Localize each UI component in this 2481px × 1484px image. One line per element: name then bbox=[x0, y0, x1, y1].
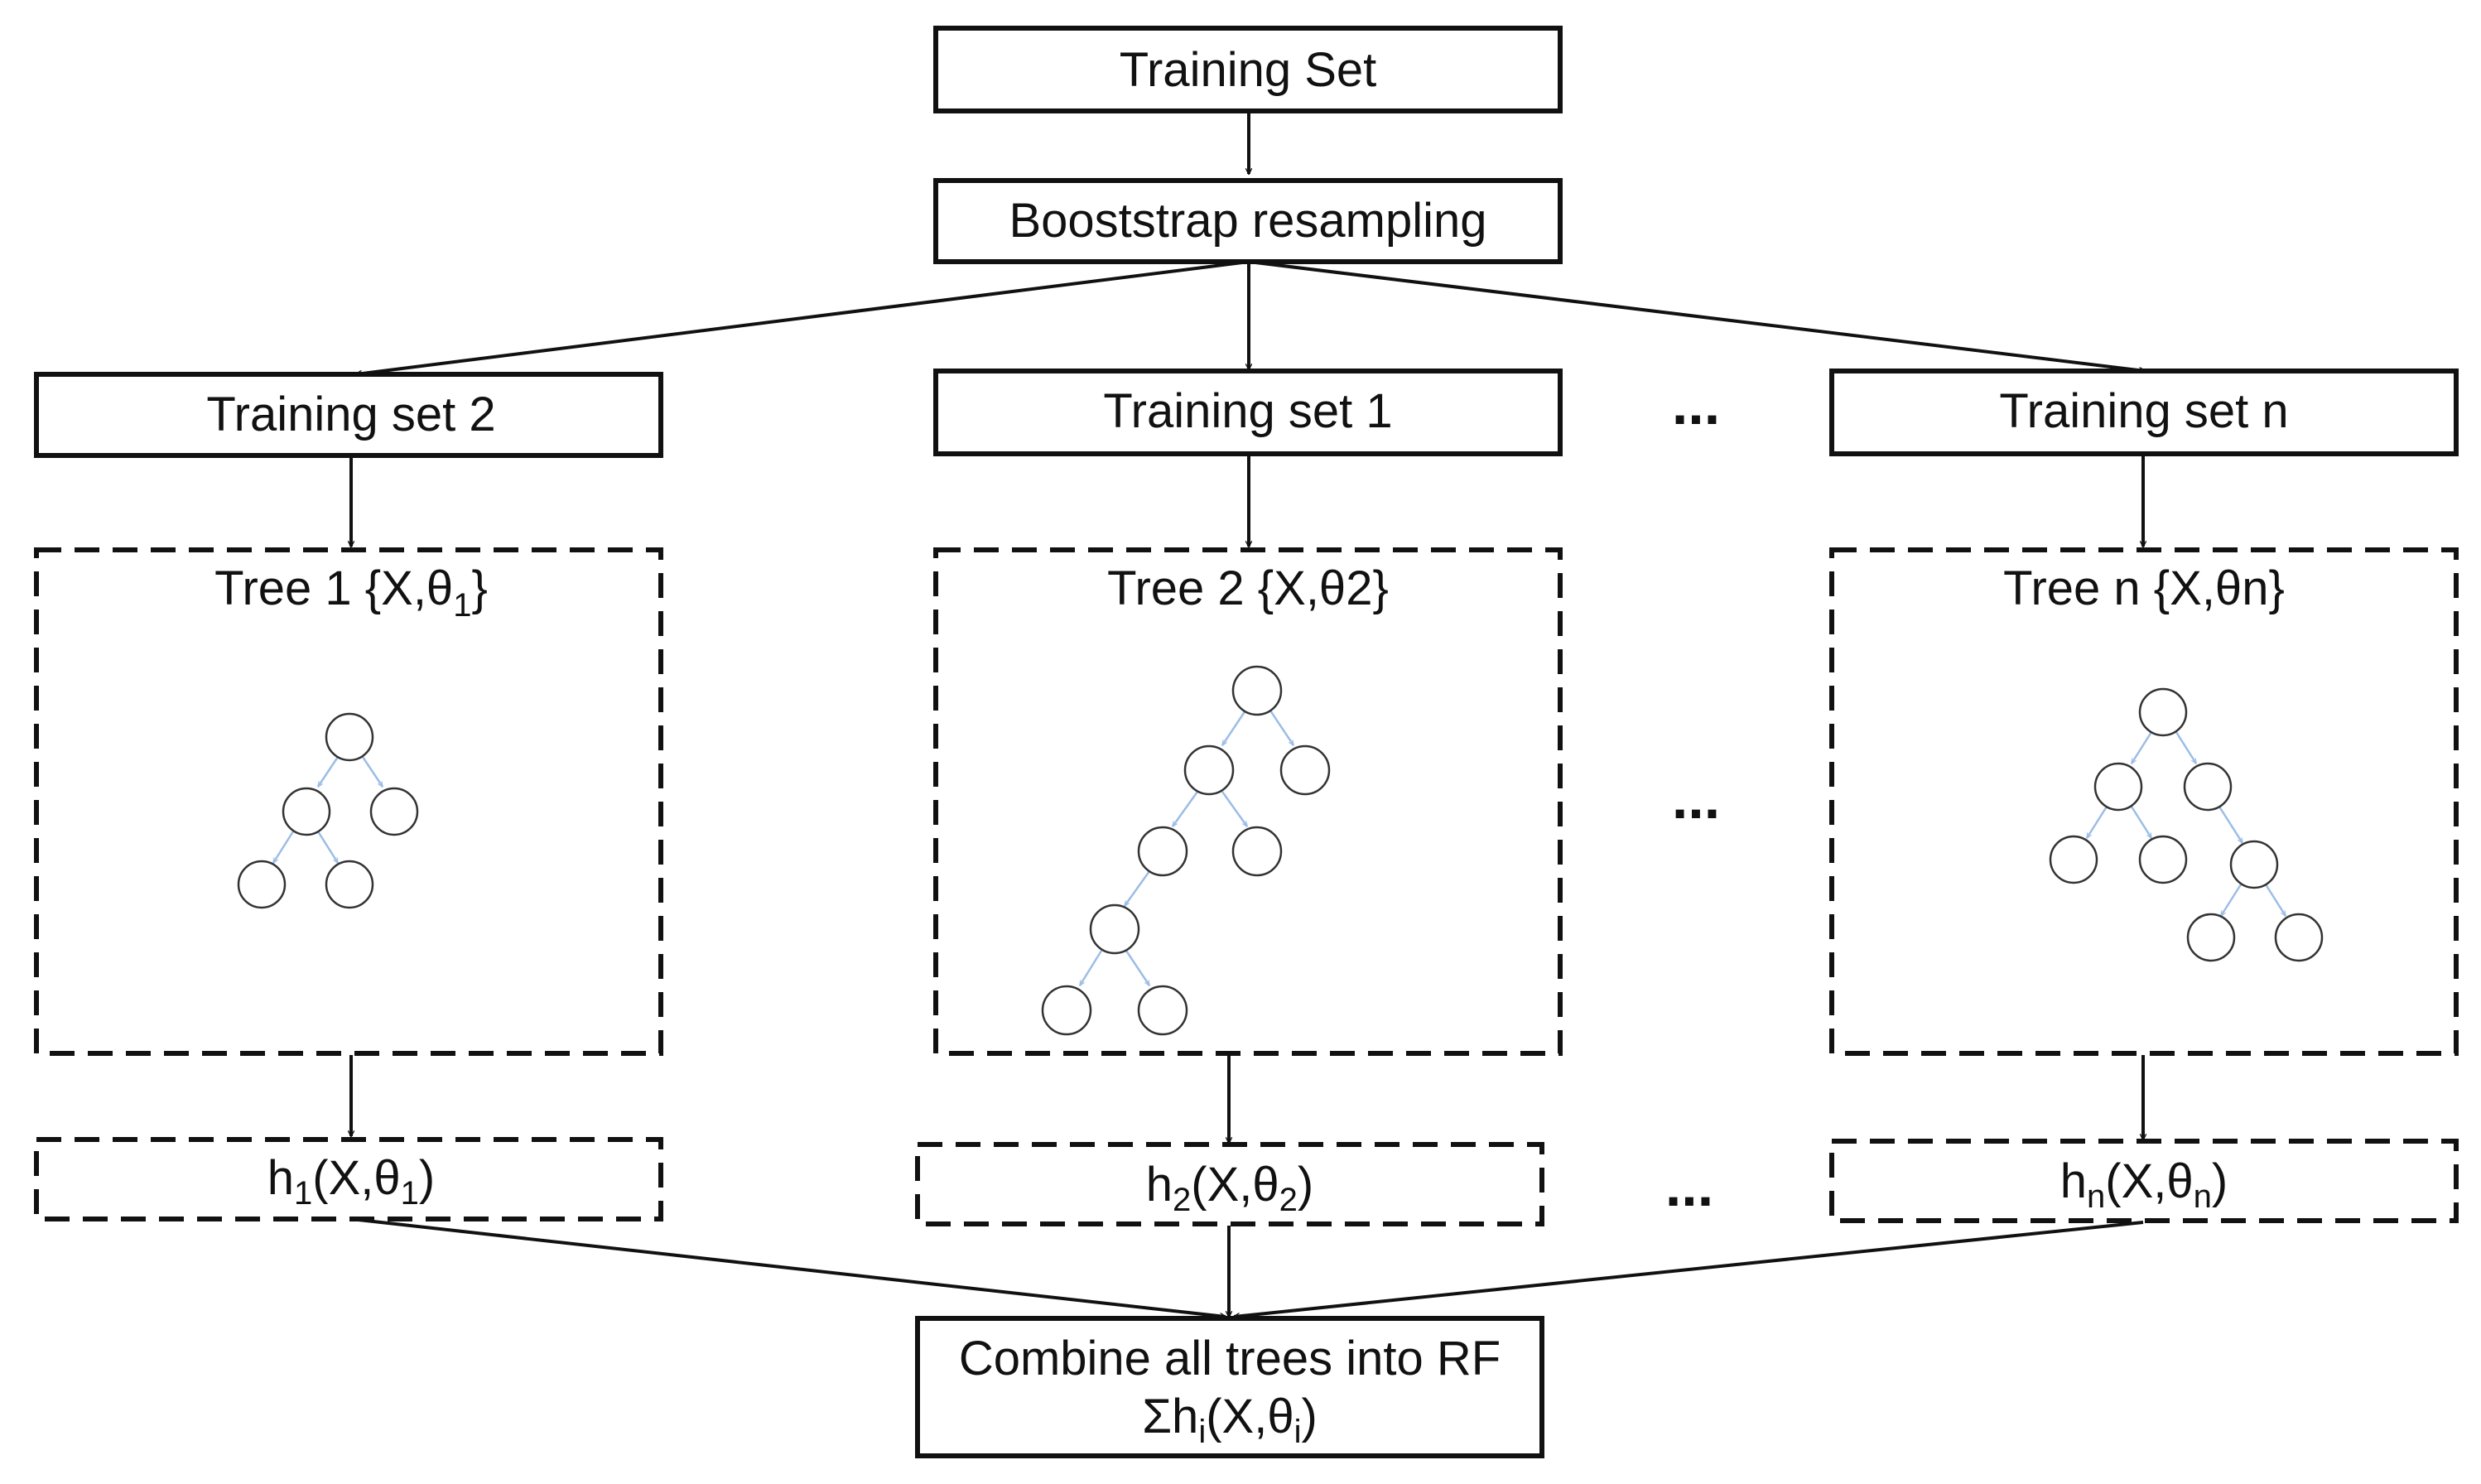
arrow-bootstrap-to-set2 bbox=[356, 260, 1250, 374]
bootstrap-box: Booststrap resampling bbox=[933, 178, 1563, 264]
h1-box: h1(X,θ1) bbox=[34, 1137, 663, 1221]
tree-1-label: Tree 1 {X,θ1} bbox=[214, 561, 488, 624]
training-set-label: Training Set bbox=[1120, 43, 1377, 97]
tree-1-graphic bbox=[237, 712, 419, 909]
connectors bbox=[351, 111, 2145, 1317]
tree-1-box: Tree 1 {X,θ1} bbox=[34, 547, 663, 1056]
h1-label: h1(X,θ1) bbox=[267, 1151, 435, 1212]
training-set-2-label: Training set 2 bbox=[206, 388, 495, 441]
h2-box: h2(X,θ2) bbox=[915, 1142, 1544, 1226]
tree-2-label: Tree 2 {X,θ2} bbox=[1107, 561, 1389, 615]
training-set-2-box: Training set 2 bbox=[34, 372, 663, 458]
hn-box: hn(X,θn) bbox=[1829, 1139, 2459, 1223]
tree-n-graphic bbox=[2049, 687, 2324, 962]
tree-n-label: Tree n {X,θn} bbox=[2003, 561, 2285, 615]
ellipsis-row-2: ... bbox=[1672, 766, 1720, 831]
ellipsis-row-1: ... bbox=[1672, 372, 1720, 436]
training-set-1-label: Training set 1 bbox=[1103, 384, 1392, 438]
training-set-box: Training Set bbox=[933, 26, 1563, 113]
training-set-n-label: Training set n bbox=[1999, 384, 2288, 438]
tree-n-box: Tree n {X,θn} bbox=[1829, 547, 2459, 1056]
h2-label: h2(X,θ2) bbox=[1146, 1158, 1313, 1218]
combine-box: Combine all trees into RF Σhi(X,θi) bbox=[915, 1316, 1544, 1458]
combine-formula: Σhi(X,θi) bbox=[1142, 1390, 1318, 1450]
training-set-1-box: Training set 1 bbox=[933, 369, 1563, 456]
arrow-hn-to-combine bbox=[1234, 1221, 2144, 1317]
tree-2-graphic bbox=[1041, 665, 1331, 1036]
ellipsis-row-3: ... bbox=[1665, 1154, 1713, 1218]
tree-2-box: Tree 2 {X,θ2} bbox=[933, 547, 1563, 1056]
combine-label: Combine all trees into RF bbox=[959, 1332, 1501, 1385]
hn-label: hn(X,θn) bbox=[2060, 1154, 2228, 1215]
arrow-h1-to-combine bbox=[350, 1217, 1226, 1317]
arrow-bootstrap-to-setn bbox=[1248, 260, 2145, 371]
training-set-n-box: Training set n bbox=[1829, 369, 2459, 456]
bootstrap-label: Booststrap resampling bbox=[1009, 194, 1486, 248]
